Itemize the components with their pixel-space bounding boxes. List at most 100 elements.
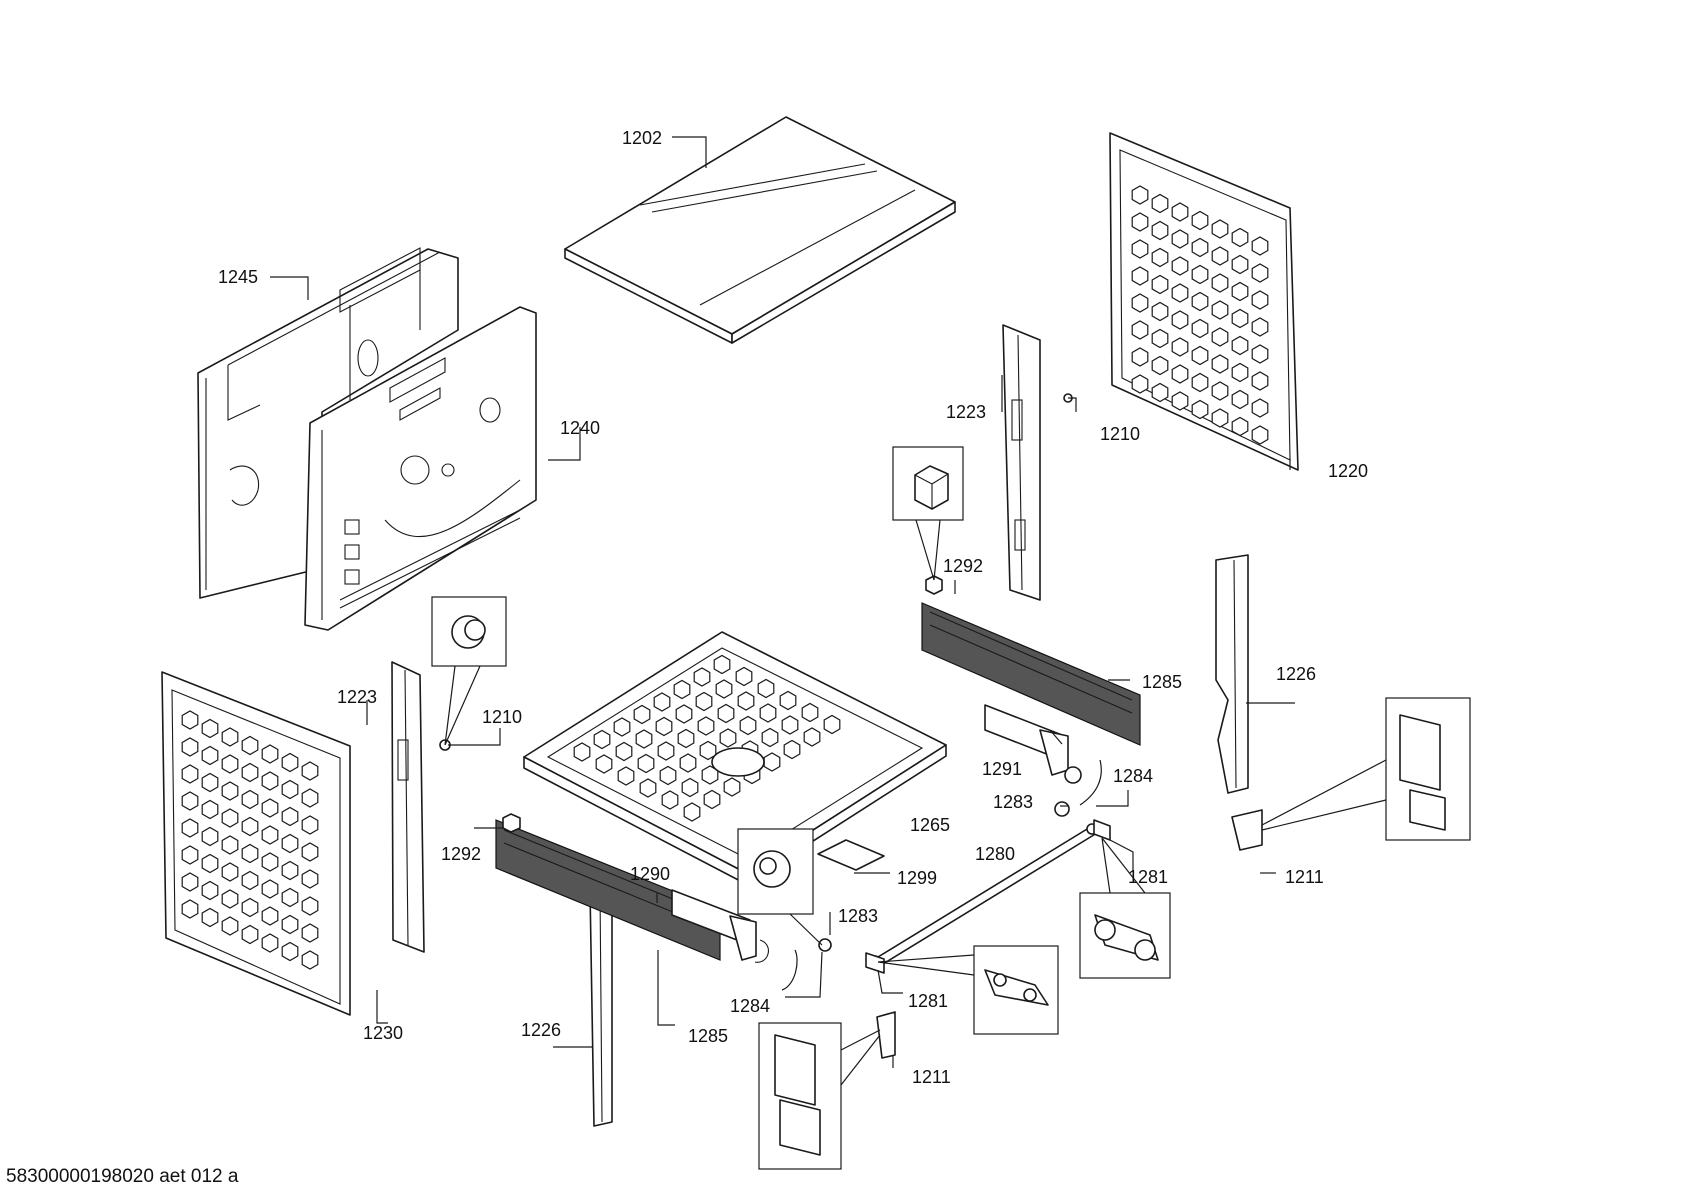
detail-box-1281-left	[877, 945, 1059, 1035]
label-1280: 1280	[975, 844, 1015, 864]
hex-cell	[1251, 398, 1269, 418]
part-1299-sticker	[817, 839, 885, 871]
hex-cell	[301, 923, 319, 943]
label-1284-right: 1284	[1113, 766, 1153, 786]
hex-cell	[675, 704, 693, 724]
detail-box-1210	[431, 596, 507, 746]
part-1290-housing	[671, 889, 769, 963]
hex-cell	[1131, 266, 1149, 286]
label-1265: 1265	[910, 815, 950, 835]
hex-cell	[1171, 364, 1189, 384]
hex-cell	[261, 825, 279, 845]
detail-box-1281-right	[1079, 837, 1171, 979]
hex-cell	[1151, 220, 1169, 241]
label-1240: 1240	[560, 418, 600, 438]
hex-cell	[1151, 355, 1169, 376]
part-1281-bracket-left	[865, 952, 885, 974]
honeycomb-pattern-tray	[573, 654, 841, 822]
hex-cell	[1251, 290, 1269, 310]
hex-cell	[1151, 247, 1169, 268]
part-1283-screw-right	[1054, 801, 1070, 817]
label-1220: 1220	[1328, 461, 1368, 481]
hex-cell	[1191, 372, 1209, 393]
hex-cell	[1131, 185, 1149, 205]
hex-cell	[699, 740, 717, 761]
label-1210-right: 1210	[1100, 424, 1140, 444]
detail-box-1292	[892, 446, 964, 581]
hex-cell	[717, 703, 735, 724]
hex-cell	[301, 950, 319, 970]
part-1226-rail-right	[1215, 554, 1249, 794]
detail-box-1299-fan	[737, 828, 823, 946]
hex-cell	[1231, 362, 1249, 383]
hex-cell	[735, 666, 753, 687]
hex-cell	[1151, 301, 1169, 322]
hex-cell	[301, 788, 319, 808]
hex-cell	[241, 897, 259, 918]
part-1291-housing	[984, 704, 1082, 784]
label-1223-left: 1223	[337, 687, 377, 707]
hex-cell	[653, 692, 671, 712]
hex-cell	[261, 744, 279, 764]
hex-cell	[779, 690, 797, 711]
part-1211-hinge-right	[1231, 809, 1263, 851]
hex-cell	[281, 941, 299, 962]
hex-cell	[181, 791, 199, 811]
hex-cell	[1191, 264, 1209, 285]
hex-cell	[1171, 202, 1189, 222]
hex-cell	[1211, 408, 1229, 428]
hex-cell	[1191, 210, 1209, 231]
hex-cell	[1231, 254, 1249, 275]
hex-cell	[639, 778, 657, 798]
hex-cell	[1171, 256, 1189, 276]
hex-cell	[1231, 335, 1249, 356]
label-1285-right: 1285	[1142, 672, 1182, 692]
hex-cell	[615, 741, 633, 762]
hex-cell	[1171, 391, 1189, 411]
label-1299: 1299	[897, 868, 937, 888]
label-1211-right: 1211	[1285, 867, 1324, 887]
part-1284-wire-left	[781, 949, 798, 991]
hex-cell	[683, 802, 701, 822]
hex-cell	[241, 762, 259, 783]
hex-cell	[1171, 283, 1189, 303]
hex-cell	[201, 718, 219, 739]
part-1202-top-cover	[564, 116, 956, 344]
label-1281-right: 1281	[1128, 867, 1168, 887]
hex-cell	[221, 862, 239, 882]
hex-cell	[1191, 345, 1209, 366]
detail-box-1211-right	[1261, 697, 1471, 841]
hex-cell	[1211, 354, 1229, 374]
part-1283-screw-left	[818, 938, 832, 952]
hex-cell	[1131, 374, 1149, 394]
hex-cell	[1231, 389, 1249, 410]
label-1210-left: 1210	[482, 707, 522, 727]
hex-cell	[181, 872, 199, 892]
part-1223-rail-left	[391, 661, 425, 953]
hex-cell	[719, 728, 737, 748]
part-1230-side-panel	[161, 671, 351, 1016]
hex-cell	[1171, 310, 1189, 330]
hex-cell	[1131, 239, 1149, 259]
label-1202: 1202	[622, 128, 662, 148]
hex-cell	[261, 906, 279, 926]
hex-cell	[261, 852, 279, 872]
hex-cell	[181, 818, 199, 838]
hex-cell	[801, 702, 819, 723]
label-1226-left: 1226	[521, 1020, 561, 1040]
hex-cell	[201, 880, 219, 901]
part-1245-panel	[197, 247, 459, 599]
part-1220-side-panel	[1109, 132, 1299, 471]
hex-cell	[1251, 236, 1269, 256]
label-1223-right: 1223	[946, 402, 986, 422]
hex-cell	[761, 727, 779, 748]
hex-cell	[241, 735, 259, 756]
hex-cell	[1231, 281, 1249, 302]
hex-cell	[1211, 300, 1229, 320]
hex-cell	[221, 889, 239, 909]
hex-cell	[1211, 327, 1229, 347]
hex-cell	[595, 754, 613, 774]
hex-cell	[181, 845, 199, 865]
hex-cell	[1131, 347, 1149, 367]
hex-cell	[1191, 318, 1209, 339]
